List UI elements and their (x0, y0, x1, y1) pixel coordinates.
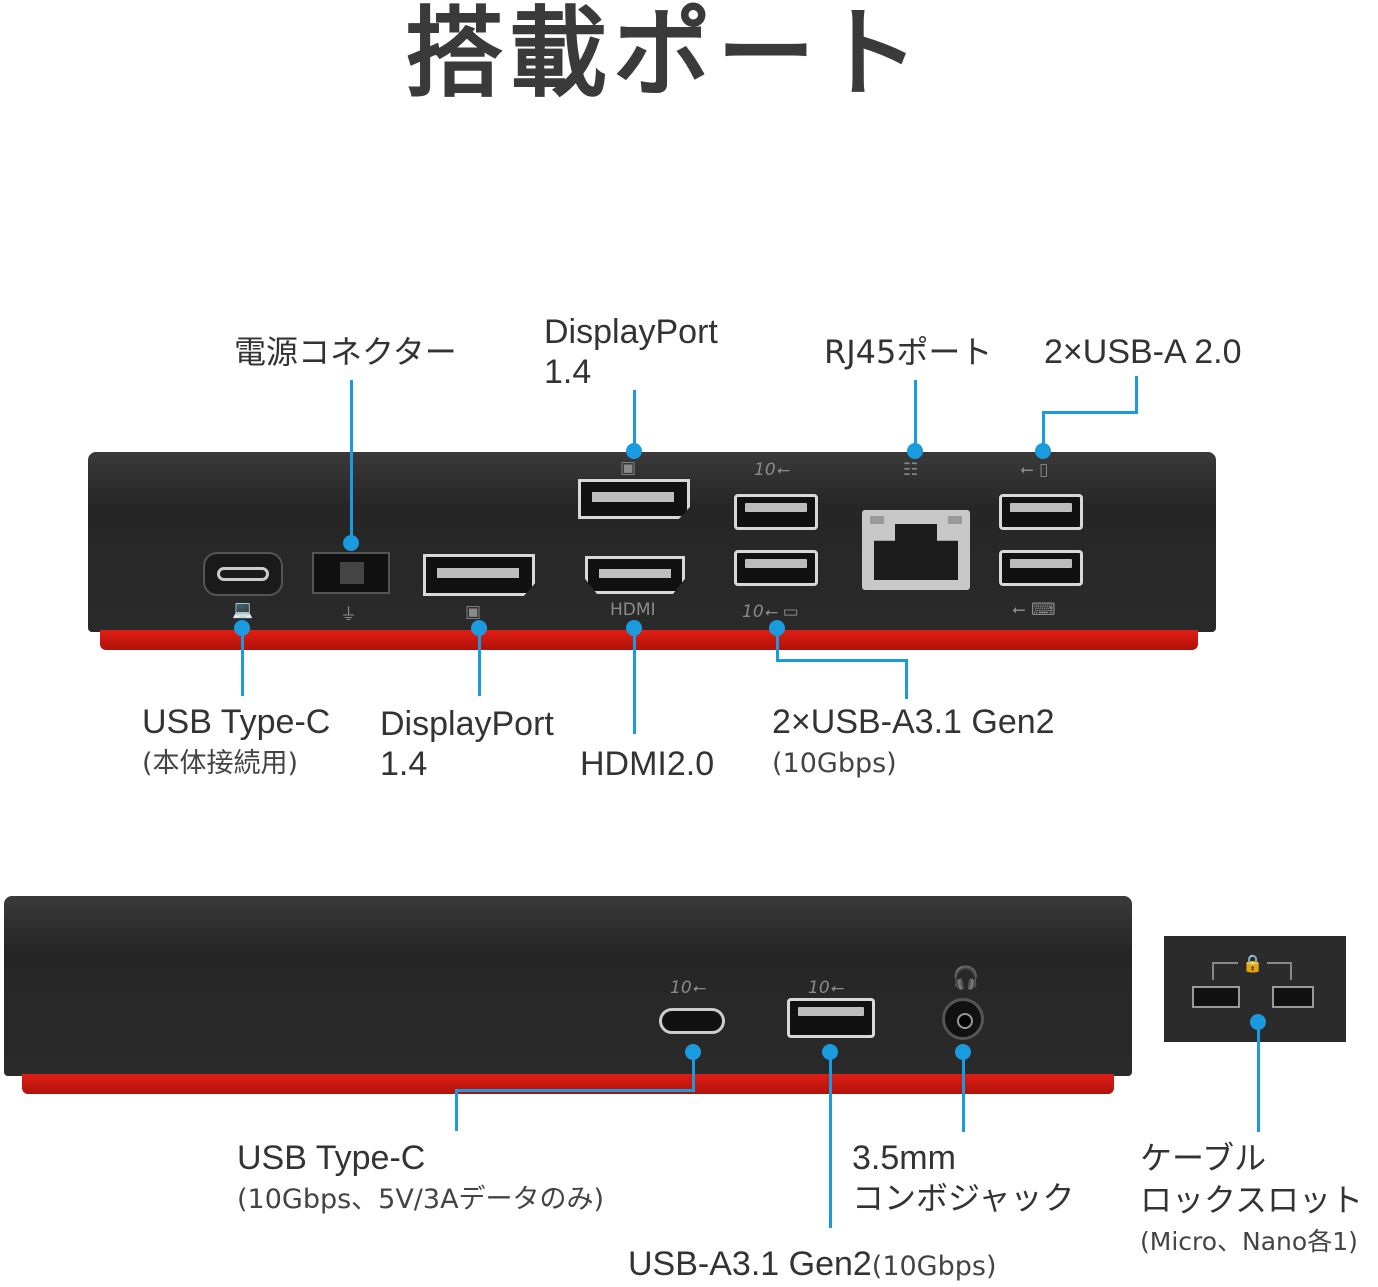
callout-line-hdmi (633, 628, 636, 734)
callout-line-usb20-v2 (1042, 411, 1045, 447)
callout-line-front-usbc-h (455, 1089, 695, 1092)
label-dp-top-1: DisplayPort (544, 313, 718, 351)
callout-line-usbc-main (241, 628, 244, 696)
label-power: 電源コネクター (234, 333, 457, 371)
headset-icon: 🎧 (952, 966, 980, 991)
usb20-port-lower (999, 550, 1083, 586)
front-usba-speed-label: 10 (808, 978, 830, 998)
label-front-usbc: USB Type-C (237, 1139, 426, 1177)
usbc-main-port (203, 552, 283, 596)
label-dp-bottom-2: 1.4 (380, 745, 428, 783)
front-usbc-speed-label: 10 (670, 978, 692, 998)
usb-speed-label: 10 (754, 460, 776, 480)
label-usb20: 2×USB-A 2.0 (1044, 333, 1242, 371)
label-usbc-main: USB Type-C (142, 703, 331, 741)
label-front-usba-group: USB-A3.1 Gen2(10Gbps) (628, 1244, 997, 1284)
label-front-usba-sub: (10Gbps) (871, 1251, 997, 1282)
label-usb31: 2×USB-A3.1 Gen2 (772, 703, 1055, 741)
front-usbc-10g-icon: 10⭠ (670, 978, 706, 998)
page-title: 搭載ポート (404, 0, 925, 111)
callout-dot-rj45 (907, 443, 923, 459)
label-front-usbc-sub: (10Gbps、5V/3Aデータのみ) (237, 1184, 605, 1215)
callout-line-usb20-h (1042, 411, 1138, 414)
usb-10g-icon: 10⭠ (754, 460, 790, 480)
callout-line-usb31-v1 (776, 628, 779, 662)
label-audio-2: コンボジャック (852, 1179, 1075, 1217)
callout-line-lock (1257, 1022, 1260, 1132)
callout-line-front-usbc-v1 (692, 1052, 695, 1092)
callout-line-front-usba (829, 1052, 832, 1228)
callout-dot-power (343, 535, 359, 551)
label-dp-bottom-1: DisplayPort (380, 705, 554, 743)
label-hdmi: HDMI2.0 (580, 745, 715, 783)
callout-line-usb20-v1 (1135, 376, 1138, 414)
front-usba-port (787, 998, 875, 1038)
dock-front (4, 896, 1132, 1076)
power-connector (312, 552, 390, 594)
displayport-bottom (423, 554, 535, 596)
hdmi-glyph: HDMI (610, 600, 656, 620)
label-usbc-main-sub: (本体接続用) (142, 748, 299, 779)
label-lock-1: ケーブル (1140, 1139, 1267, 1177)
usb20-port-upper (999, 494, 1083, 530)
rj45-port (862, 510, 970, 590)
audio-jack (942, 998, 984, 1040)
laptop-icon: 💻 (232, 600, 254, 620)
usb-10g-icon-lower: 10⭠ ▭ (742, 602, 799, 622)
label-dp-top-2: 1.4 (544, 353, 592, 391)
label-usb31-sub: (10Gbps) (772, 748, 897, 779)
displayport-icon: ▣ (465, 602, 482, 622)
plug-icon: ⏚ (340, 605, 357, 625)
label-audio-1: 3.5mm (852, 1139, 956, 1177)
network-icon: ☷ (903, 460, 919, 480)
callout-dot-dp-top (626, 443, 642, 459)
displayport-top (578, 479, 690, 519)
lock-slot-micro (1192, 986, 1240, 1008)
usb-mouse-icon: ⭠ ▯ (1020, 460, 1049, 480)
callout-line-usb31-h (776, 659, 908, 662)
callout-line-audio (962, 1052, 965, 1132)
callout-line-dp-top (633, 390, 636, 450)
lock-icon: 🔒 (1238, 954, 1268, 974)
hdmi-port (585, 556, 685, 594)
label-lock-sub: (Micro、Nano各1) (1140, 1227, 1358, 1256)
label-front-usba: USB-A3.1 Gen2 (628, 1245, 872, 1283)
dock-front-base (22, 1074, 1114, 1094)
front-usba-10g-icon: 10⭠ (808, 978, 844, 998)
label-rj45: RJ45ポート (824, 333, 993, 371)
dock-rear-base (100, 630, 1198, 650)
callout-line-power (350, 380, 353, 540)
displayport-icon-top: ▣ (620, 458, 637, 478)
callout-line-front-usbc-v2 (455, 1089, 458, 1131)
usb31-port-upper (734, 494, 818, 530)
callout-line-dp-bottom (478, 628, 481, 696)
usb-keyboard-icon: ⭠ ⌨ (1012, 600, 1056, 620)
lock-slot-nano (1272, 986, 1314, 1008)
usb-speed-label-lower: 10 (742, 602, 764, 622)
callout-line-rj45 (914, 380, 917, 450)
label-lock-2: ロックスロット (1140, 1181, 1364, 1219)
callout-dot-usb20 (1035, 443, 1051, 459)
front-usbc-port (659, 1008, 725, 1034)
usb31-port-lower (734, 550, 818, 586)
callout-line-usb31-v2 (905, 659, 908, 699)
